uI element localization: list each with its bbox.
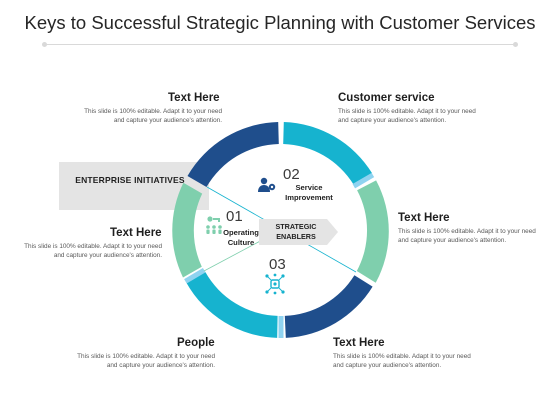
service-improvement-label: Service Improvement bbox=[285, 183, 333, 202]
ring-segment-bottom-left bbox=[186, 271, 278, 338]
ring-segment-bottom-right bbox=[284, 275, 373, 338]
bottom-left-title: People bbox=[177, 337, 215, 349]
operating-culture-label: Operating Culture bbox=[223, 228, 259, 247]
bottom-left-description: This slide is 100% editable. Adapt it to… bbox=[77, 353, 215, 369]
item-number-01: 01 bbox=[226, 208, 243, 225]
team-key-icon bbox=[206, 216, 222, 234]
user-gear-icon bbox=[258, 177, 276, 192]
page-title: Keys to Successful Strategic Planning wi… bbox=[24, 12, 536, 33]
ring-segment-top-left bbox=[187, 122, 279, 187]
top-right-title: Customer service bbox=[338, 92, 435, 104]
ring-separator bbox=[184, 268, 206, 284]
mid-left-description: This slide is 100% editable. Adapt it to… bbox=[24, 243, 162, 259]
mid-left-title: Text Here bbox=[110, 227, 162, 239]
enterprise-label: ENTERPRISE INITIATIVES bbox=[75, 175, 185, 185]
top-left-description: This slide is 100% editable. Adapt it to… bbox=[84, 108, 222, 124]
ring-segment-left bbox=[172, 182, 203, 278]
divider-dot bbox=[513, 42, 518, 47]
item-number-03: 03 bbox=[269, 256, 286, 273]
ring-segment-right bbox=[356, 180, 389, 283]
top-right-description: This slide is 100% editable. Adapt it to… bbox=[338, 108, 476, 124]
bottom-right-title: Text Here bbox=[333, 337, 385, 349]
mid-right-description: This slide is 100% editable. Adapt it to… bbox=[398, 228, 536, 244]
divider-dot bbox=[42, 42, 47, 47]
ring-segment-top-right bbox=[283, 122, 373, 185]
ring-separator bbox=[352, 172, 375, 189]
strategic-enablers-arrow bbox=[259, 219, 338, 245]
strategic-enablers-label: STRATEGIC ENABLERS bbox=[275, 222, 317, 241]
top-left-title: Text Here bbox=[168, 92, 220, 104]
network-badge-icon bbox=[265, 273, 285, 295]
mid-right-title: Text Here bbox=[398, 212, 450, 224]
item-number-02: 02 bbox=[283, 166, 300, 183]
bottom-right-description: This slide is 100% editable. Adapt it to… bbox=[333, 353, 471, 369]
title-divider bbox=[42, 42, 518, 47]
